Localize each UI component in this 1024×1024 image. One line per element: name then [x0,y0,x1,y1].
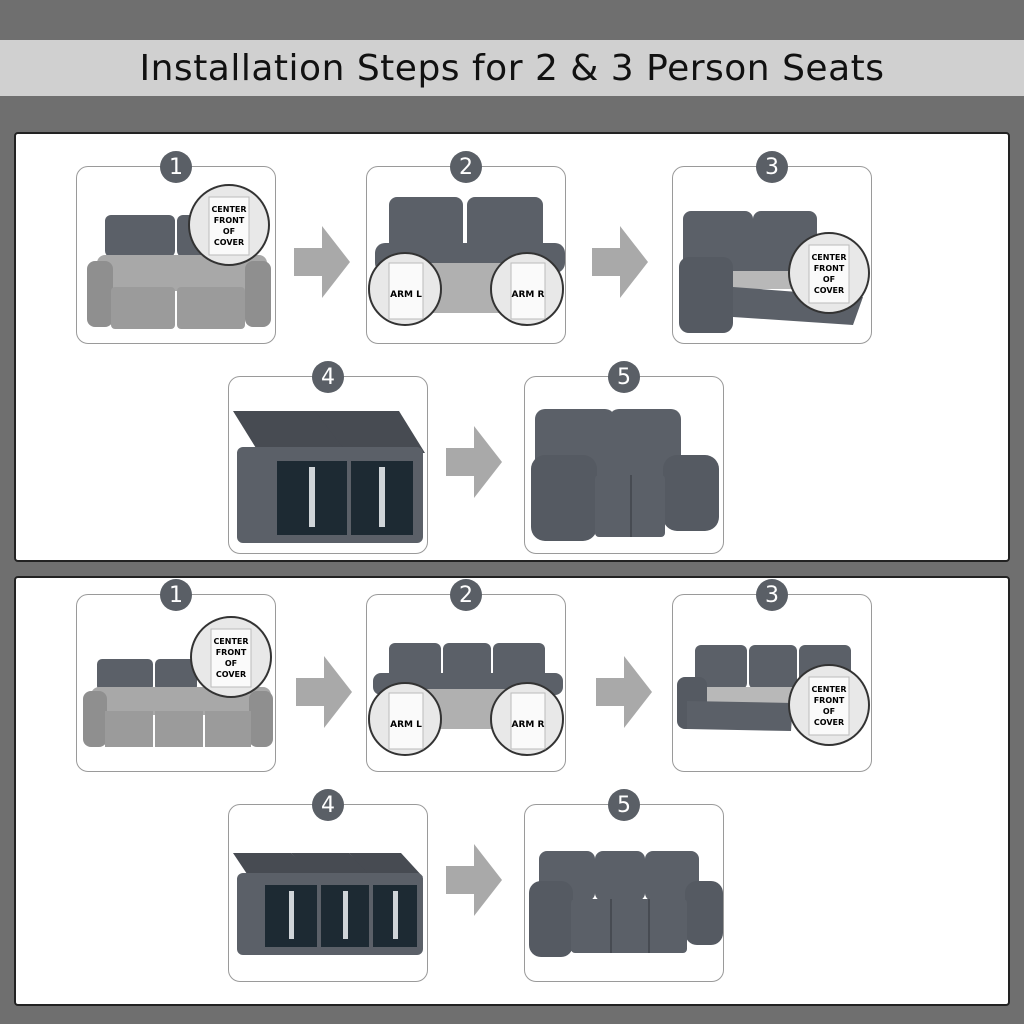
step-2-card: ARM L ARM R 2 [366,579,566,772]
title-bar: Installation Steps for 2 & 3 Person Seat… [0,40,1024,96]
loveseat-cover-underside-illustration [233,411,425,543]
loveseat-with-arm-tags-illustration: ARM L ARM R [368,197,565,326]
svg-text:CENTER: CENTER [811,253,846,262]
step-2-card: ARM L ARM R 2 [366,151,566,344]
panel-two-seat: CENTER FRONT OF COVER 1 ARM L ARM R 2 [14,132,1010,562]
svg-text:FRONT: FRONT [814,264,845,273]
arrow-right-icon [294,226,350,298]
panel-three-seat: CENTER FRONT OF COVER 1 ARM L ARM R 2 [14,576,1010,1006]
svg-text:FRONT: FRONT [214,216,245,225]
svg-text:CENTER: CENTER [811,685,846,694]
step-5-card: 5 [524,789,724,982]
step-number-badge: 4 [312,361,344,393]
sofa-recliner-open-with-tag-illustration: CENTER FRONT OF COVER [677,645,870,746]
step-1-card: CENTER FRONT OF COVER 1 [76,151,276,344]
step-number-badge: 1 [160,579,192,611]
page-title: Installation Steps for 2 & 3 Person Seat… [139,47,885,89]
svg-text:COVER: COVER [216,670,246,679]
step-3-card: CENTER FRONT OF COVER 3 [672,579,872,772]
svg-text:ARM L: ARM L [390,720,422,730]
svg-text:OF: OF [823,707,835,716]
svg-text:ARM R: ARM R [512,290,545,300]
step-number-badge: 2 [450,579,482,611]
arrow-right-icon [592,226,648,298]
svg-text:COVER: COVER [814,286,844,295]
arrow-right-icon [446,426,502,498]
step-number-badge: 3 [756,151,788,183]
sofa-with-arm-tags-illustration: ARM L ARM R [368,643,564,756]
sofa-cover-underside-illustration [233,853,423,955]
step-number-badge: 4 [312,789,344,821]
svg-text:COVER: COVER [814,718,844,727]
svg-text:OF: OF [823,275,835,284]
step-number-badge: 5 [608,361,640,393]
step-1-card: CENTER FRONT OF COVER 1 [76,579,276,772]
svg-text:ARM L: ARM L [390,290,422,300]
finished-loveseat-cover-illustration [531,409,719,541]
step-number-badge: 2 [450,151,482,183]
svg-text:CENTER: CENTER [211,205,246,214]
arrow-right-icon [596,656,652,728]
svg-text:FRONT: FRONT [814,696,845,705]
step-number-badge: 3 [756,579,788,611]
svg-text:FRONT: FRONT [216,648,247,657]
svg-text:CENTER: CENTER [213,637,248,646]
finished-sofa-cover-illustration [529,851,723,957]
step-4-card: 4 [228,361,428,554]
step-4-card: 4 [228,789,428,982]
loveseat-recliner-open-with-tag-illustration: CENTER FRONT OF COVER [679,211,870,333]
leather-loveseat-with-tag-illustration: CENTER FRONT OF COVER [87,184,271,329]
step-5-card: 5 [524,361,724,554]
svg-text:OF: OF [225,659,237,668]
step-number-badge: 1 [160,151,192,183]
svg-text:OF: OF [223,227,235,236]
step-number-badge: 5 [608,789,640,821]
svg-text:COVER: COVER [214,238,244,247]
arrow-right-icon [446,844,502,916]
arrow-right-icon [296,656,352,728]
step-3-card: CENTER FRONT OF COVER 3 [672,151,872,344]
leather-sofa-with-tag-illustration: CENTER FRONT OF COVER [83,616,273,747]
svg-text:ARM R: ARM R [512,720,545,730]
